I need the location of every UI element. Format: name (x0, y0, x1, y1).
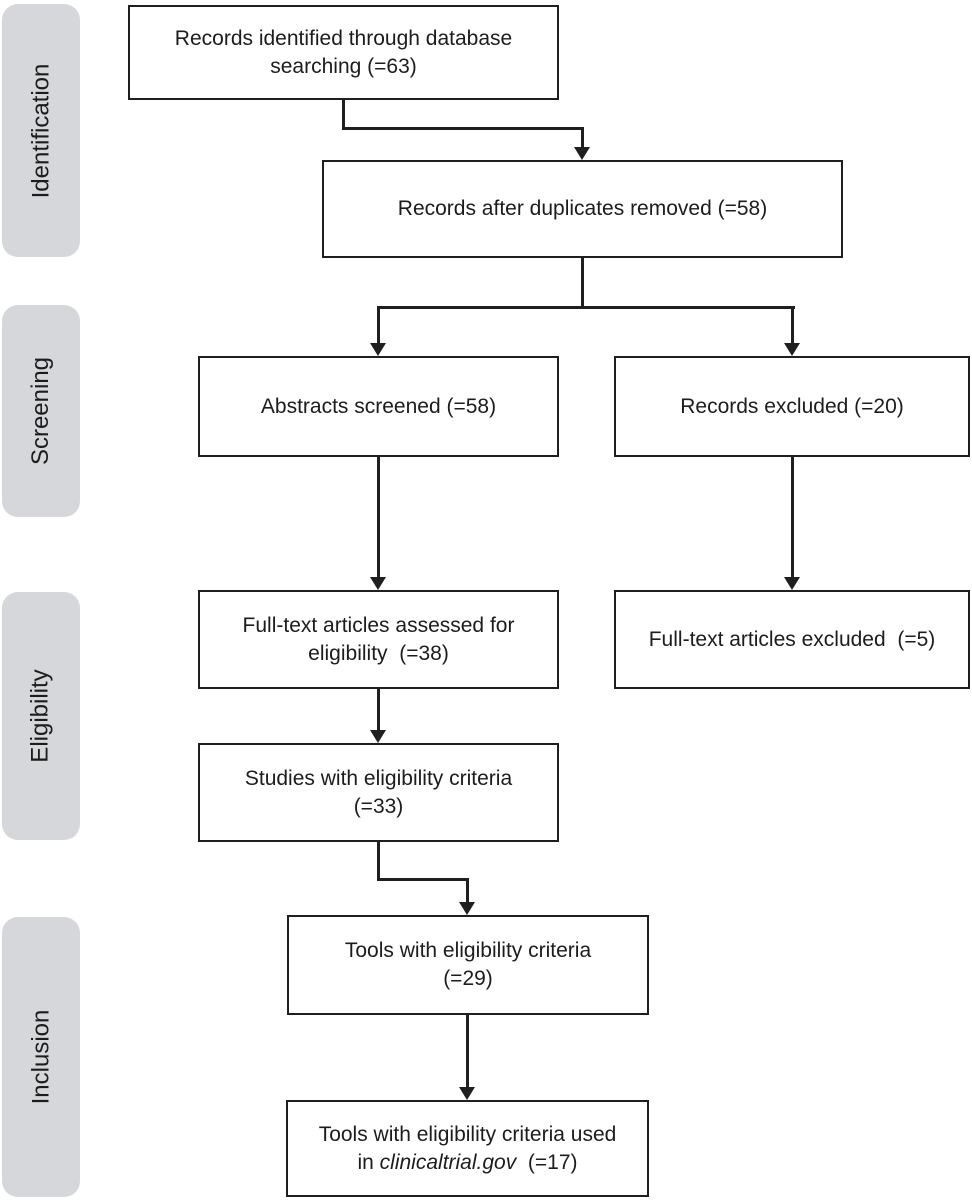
connector-studies-drop (466, 878, 469, 903)
arrowhead-to-records-excluded (784, 343, 800, 356)
stage-eligibility-label: Eligibility (27, 669, 54, 763)
connector-excluded-to-fulltext-excluded (791, 456, 794, 578)
connector-studies-stem (377, 841, 380, 881)
node-fulltext-assessed-label: Full-text articles assessed for eligibil… (242, 613, 515, 665)
connector-split-horizontal (377, 306, 795, 309)
arrowhead-to-fulltext-excluded (784, 577, 800, 590)
node-fulltext-excluded: Full-text articles excluded (=5) (614, 590, 970, 689)
connector-split-stem (581, 257, 584, 309)
connector-studies-horizontal (377, 878, 469, 881)
node-studies-criteria: Studies with eligibility criteria (=33) (198, 743, 559, 842)
connector-identified-drop (581, 127, 584, 149)
node-tools-used: Tools with eligibility criteria used in … (286, 1100, 649, 1197)
node-records-identified-label: Records identified through database sear… (174, 26, 513, 78)
node-fulltext-assessed: Full-text articles assessed for eligibil… (198, 590, 559, 689)
connector-assessed-to-studies (377, 688, 380, 731)
node-fulltext-excluded-label: Full-text articles excluded (=5) (648, 627, 936, 651)
arrowhead-to-studies-criteria (370, 730, 386, 743)
connector-identified-stem (342, 98, 345, 130)
node-tools-used-suffix: (=17) (516, 1150, 578, 1174)
node-studies-criteria-label: Studies with eligibility criteria (=33) (244, 766, 513, 818)
stage-inclusion: Inclusion (2, 917, 80, 1197)
connector-split-left-drop (377, 306, 380, 344)
arrowhead-to-abstracts-screened (370, 343, 386, 356)
node-records-excluded: Records excluded (=20) (614, 356, 970, 457)
arrowhead-to-fulltext-assessed (370, 577, 386, 590)
arrowhead-to-duplicates (574, 147, 590, 160)
node-tools-criteria-label: Tools with eligibility criteria (=29) (344, 939, 592, 990)
node-records-identified: Records identified through database sear… (128, 5, 559, 100)
node-duplicates-removed: Records after duplicates removed (=58) (322, 160, 843, 258)
stage-screening: Screening (2, 305, 80, 517)
node-records-excluded-label: Records excluded (=20) (680, 394, 904, 418)
node-abstracts-screened: Abstracts screened (=58) (198, 356, 559, 457)
node-abstracts-screened-label: Abstracts screened (=58) (260, 394, 497, 418)
arrowhead-to-tools-used (459, 1087, 475, 1100)
node-tools-used-italic: clinicaltrial.gov (379, 1150, 517, 1174)
stage-eligibility: Eligibility (2, 592, 80, 840)
stage-screening-label: Screening (27, 356, 55, 466)
node-duplicates-removed-label: Records after duplicates removed (=58) (397, 197, 768, 221)
stage-identification: Identification (2, 4, 80, 257)
connector-tools-to-used (466, 1014, 469, 1088)
connector-identified-horizontal (342, 127, 584, 130)
node-tools-used-label: Tools with eligibility criteria used in … (309, 1119, 627, 1178)
node-tools-criteria: Tools with eligibility criteria (=29) (287, 915, 649, 1015)
connector-screened-to-assessed (377, 456, 380, 578)
stage-inclusion-label: Inclusion (27, 1009, 55, 1105)
arrowhead-to-tools-criteria (459, 902, 475, 915)
node-tools-used-prefix: Tools with eligibility criteria used in (318, 1122, 617, 1174)
stage-identification-label: Identification (27, 63, 55, 198)
connector-split-right-drop (791, 306, 794, 344)
